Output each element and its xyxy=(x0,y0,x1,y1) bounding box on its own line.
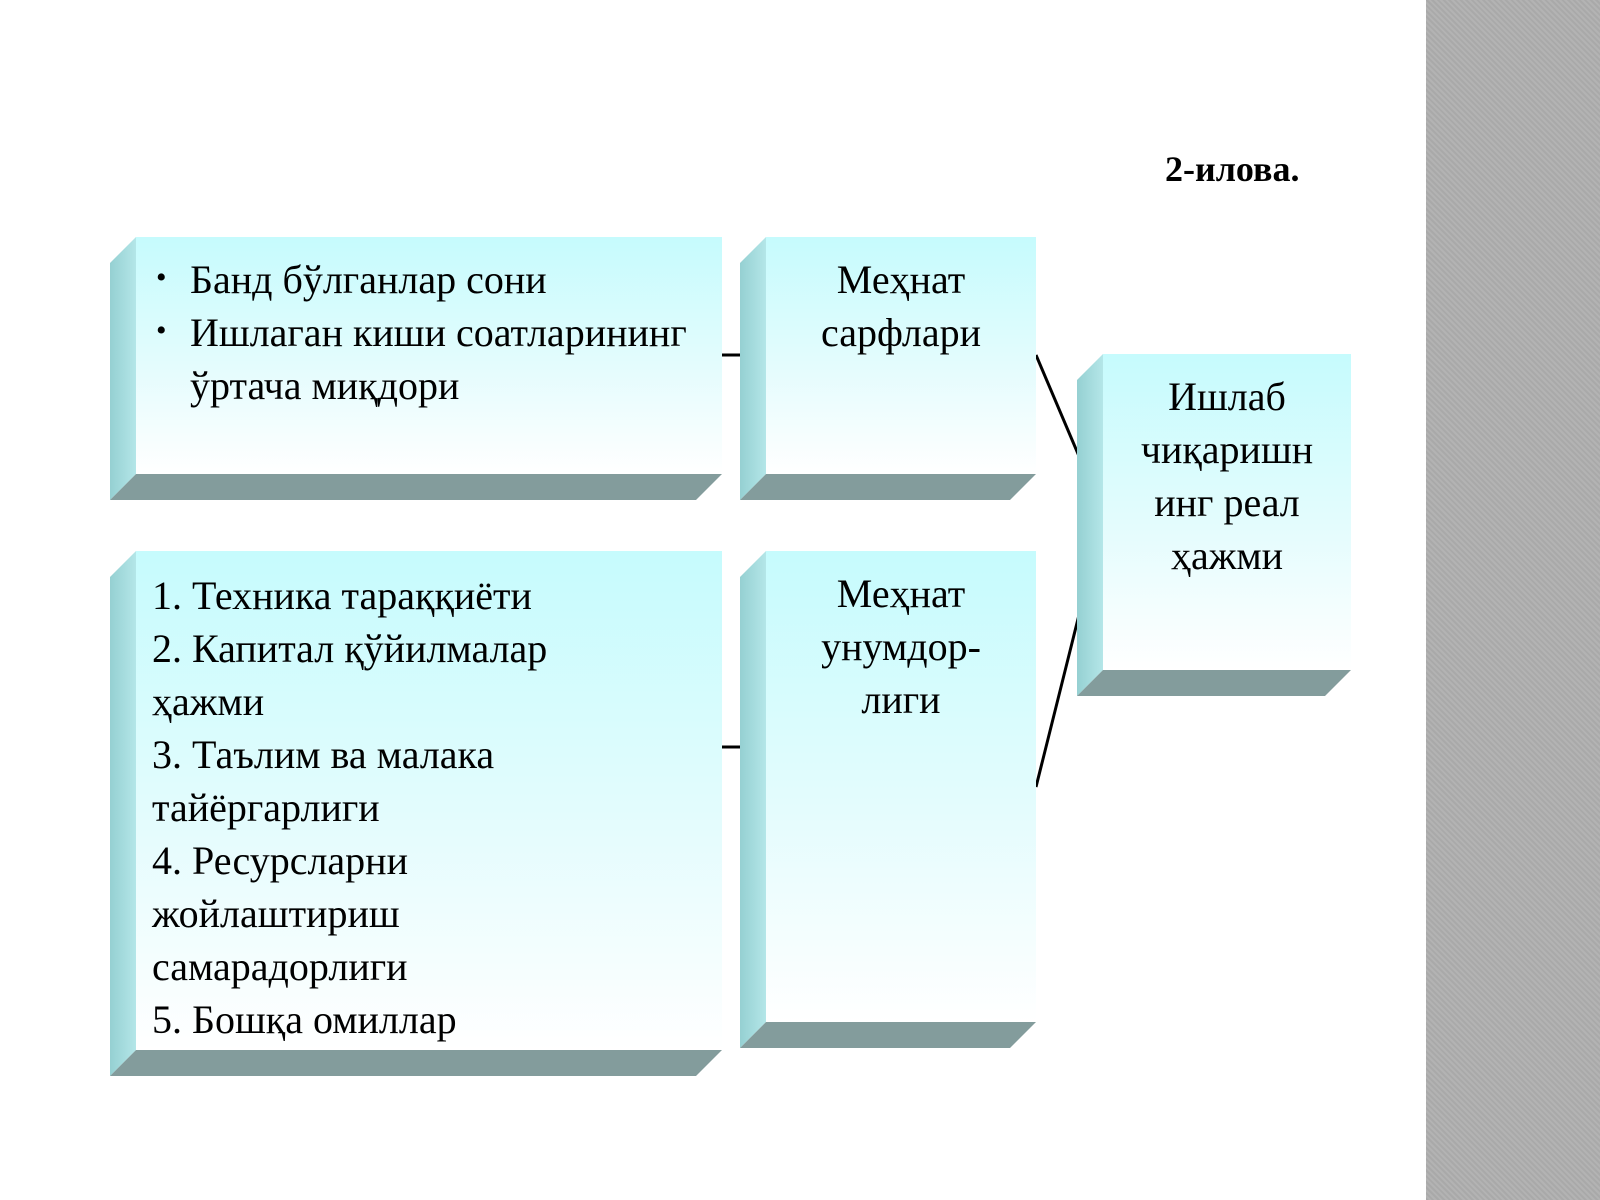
factor-line: самарадорлиги xyxy=(152,944,408,989)
real-output-box: Ишлаб чиқаришн инг реал ҳажми xyxy=(1077,354,1351,696)
indicator-item: • Банд бўлганлар сони xyxy=(156,253,722,306)
box-face: Меҳнат сарфлари xyxy=(766,237,1036,474)
productivity-line: лиги xyxy=(861,677,941,722)
output-line: чиқаришн xyxy=(1140,427,1314,472)
box-side xyxy=(740,551,766,1048)
indicator-item: • Ишлаган киши соатларининг ўртача миқдо… xyxy=(156,306,722,412)
factor-line: ҳажми xyxy=(152,679,265,724)
box-side xyxy=(740,237,766,500)
output-line: инг реал xyxy=(1154,480,1300,525)
box-bottom xyxy=(1077,670,1351,696)
indicator-list: • Банд бўлганлар сони • Ишлаган киши соа… xyxy=(136,237,722,412)
indicator-text: Ишлаган киши соатларининг ўртача миқдори xyxy=(190,310,687,408)
box-bottom xyxy=(110,1050,722,1076)
output-line: Ишлаб xyxy=(1168,374,1286,419)
factor-line: 1. Техника тараққиёти xyxy=(152,573,532,618)
productivity-line: Меҳнат xyxy=(836,571,966,616)
box-bottom xyxy=(740,474,1036,500)
box-side xyxy=(110,551,136,1076)
factor-line: тайёргарлиги xyxy=(152,785,380,830)
labor-input-line: сарфлари xyxy=(820,310,982,355)
box-face: Ишлаб чиқаришн инг реал ҳажми xyxy=(1103,354,1351,670)
labor-productivity-box: Меҳнат унумдор- лиги xyxy=(740,551,1036,1048)
box-bottom xyxy=(740,1022,1036,1048)
decorative-sidebar xyxy=(1426,0,1600,1200)
factor-line: 3. Таълим ва малака xyxy=(152,732,495,777)
box-face: 1. Техника тараққиёти 2. Капитал қўйилма… xyxy=(136,551,722,1050)
factor-line: 2. Капитал қўйилмалар xyxy=(152,626,548,671)
labor-input-line: Меҳнат xyxy=(836,257,966,302)
indicator-text: Банд бўлганлар сони xyxy=(190,257,547,302)
factor-line: 4. Ресурсларни xyxy=(152,838,408,883)
box-side xyxy=(1077,354,1103,696)
box-bottom xyxy=(110,474,722,500)
bullet-icon: • xyxy=(156,261,167,294)
box-side xyxy=(110,237,136,500)
bullet-icon: • xyxy=(156,314,167,347)
productivity-line: унумдор- xyxy=(821,624,981,669)
factor-line: 5. Бошқа омиллар xyxy=(152,997,457,1042)
labor-input-box: Меҳнат сарфлари xyxy=(740,237,1036,500)
box-face: • Банд бўлганлар сони • Ишлаган киши соа… xyxy=(136,237,722,474)
factor-line: жойлаштириш xyxy=(152,891,400,936)
output-line: ҳажми xyxy=(1170,533,1284,578)
box-face: Меҳнат унумдор- лиги xyxy=(766,551,1036,1022)
appendix-label: 2-илова. xyxy=(1165,149,1300,189)
productivity-factors-box: 1. Техника тараққиёти 2. Капитал қўйилма… xyxy=(110,551,722,1076)
labor-input-indicators-box: • Банд бўлганлар сони • Ишлаган киши соа… xyxy=(110,237,722,500)
